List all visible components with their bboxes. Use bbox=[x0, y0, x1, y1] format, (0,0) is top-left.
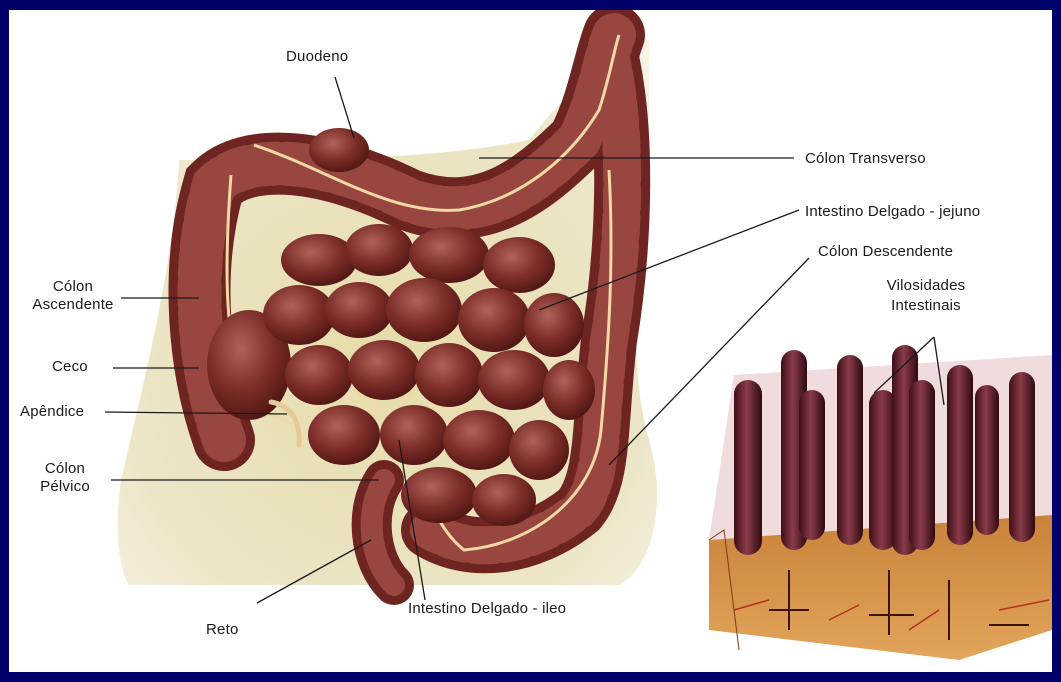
label-ceco: Ceco bbox=[52, 358, 88, 376]
label-colon-ascendente-line2: Ascendente bbox=[13, 296, 133, 314]
label-colon-transverso: Cólon Transverso bbox=[805, 150, 926, 168]
label-colon-descendente: Cólon Descendente bbox=[818, 243, 953, 261]
label-vilosidades-intestinais: Vilosidades Intestinais bbox=[871, 277, 981, 315]
label-colon-ascendente-line1: Cólon bbox=[13, 278, 133, 296]
villi-inset bbox=[709, 345, 1052, 660]
diagram-frame: Duodeno Cólon Transverso Intestino Delga… bbox=[9, 10, 1052, 672]
label-delgado-ileo: Intestino Delgado - ileo bbox=[408, 600, 566, 618]
label-reto: Reto bbox=[206, 621, 239, 639]
label-apendice: Apêndice bbox=[20, 403, 84, 421]
intestine-illustration bbox=[9, 10, 1052, 672]
label-delgado-jejuno: Intestino Delgado - jejuno bbox=[805, 203, 980, 221]
label-colon-pelvico-line1: Cólon bbox=[23, 460, 107, 478]
label-colon-pelvico-line2: Pélvico bbox=[23, 478, 107, 496]
label-colon-ascendente: Cólon Ascendente bbox=[13, 278, 133, 314]
label-vilosidades-line2: Intestinais bbox=[871, 297, 981, 315]
label-vilosidades-line1: Vilosidades bbox=[871, 277, 981, 295]
label-duodeno: Duodeno bbox=[286, 48, 348, 66]
label-colon-pelvico: Cólon Pélvico bbox=[23, 460, 107, 496]
